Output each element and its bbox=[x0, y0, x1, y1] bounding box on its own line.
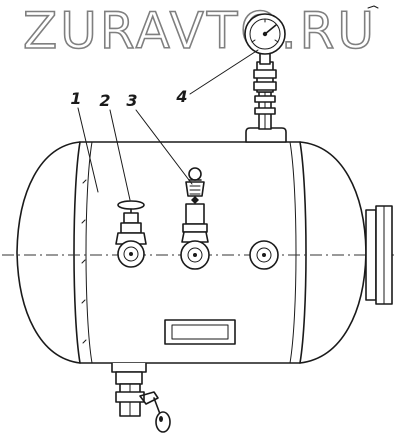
corner-mark bbox=[367, 5, 379, 9]
inlet-valve bbox=[115, 200, 147, 268]
callout-2: 2 bbox=[99, 91, 110, 110]
outlet-port bbox=[249, 240, 279, 270]
callout-1: 1 bbox=[70, 89, 81, 108]
callout-3: 3 bbox=[126, 91, 137, 110]
nameplate bbox=[164, 319, 236, 345]
callout-leaders bbox=[77, 49, 259, 201]
tank-body bbox=[16, 141, 367, 364]
drain-valve bbox=[111, 363, 171, 433]
pressure-gauge bbox=[244, 13, 287, 143]
watermark: ZURAVTO.RU bbox=[23, 2, 377, 60]
end-flange bbox=[365, 205, 393, 305]
safety-valve bbox=[180, 167, 210, 270]
callout-4: 4 bbox=[175, 87, 187, 106]
